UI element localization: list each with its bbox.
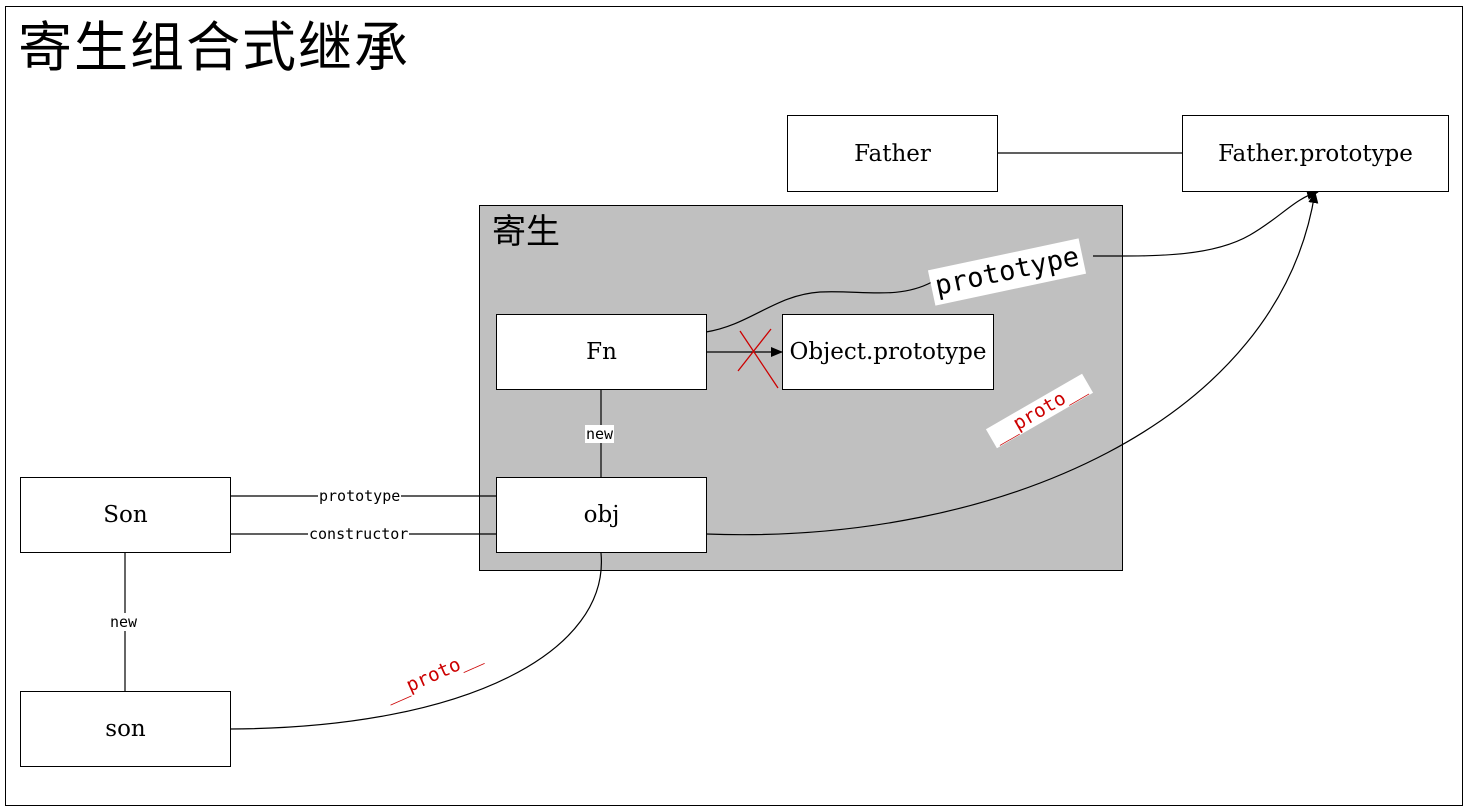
edge-label-fn-new: new (585, 425, 615, 443)
edge-fn-prototype-to-father-prototype (705, 192, 1318, 333)
edge-son-proto-to-obj (229, 552, 602, 730)
node-son-class: Son (20, 477, 231, 553)
edge-label-son-constructor: constructor (308, 525, 410, 543)
node-fn: Fn (496, 314, 707, 390)
edge-label-son-prototype: prototype (318, 487, 402, 505)
edge-label-son-new: new (109, 613, 139, 631)
node-obj: obj (496, 477, 707, 553)
parasitic-group-label: 寄生 (492, 212, 560, 252)
x-mark-icon (737, 328, 779, 389)
diagram-title: 寄生组合式继承 (18, 16, 410, 79)
node-father-prototype: Father.prototype (1182, 115, 1449, 192)
node-father: Father (787, 115, 998, 192)
node-object-prototype: Object.prototype (782, 314, 994, 390)
node-son-instance: son (20, 691, 231, 767)
edge-obj-proto-to-father-prototype (705, 191, 1319, 536)
